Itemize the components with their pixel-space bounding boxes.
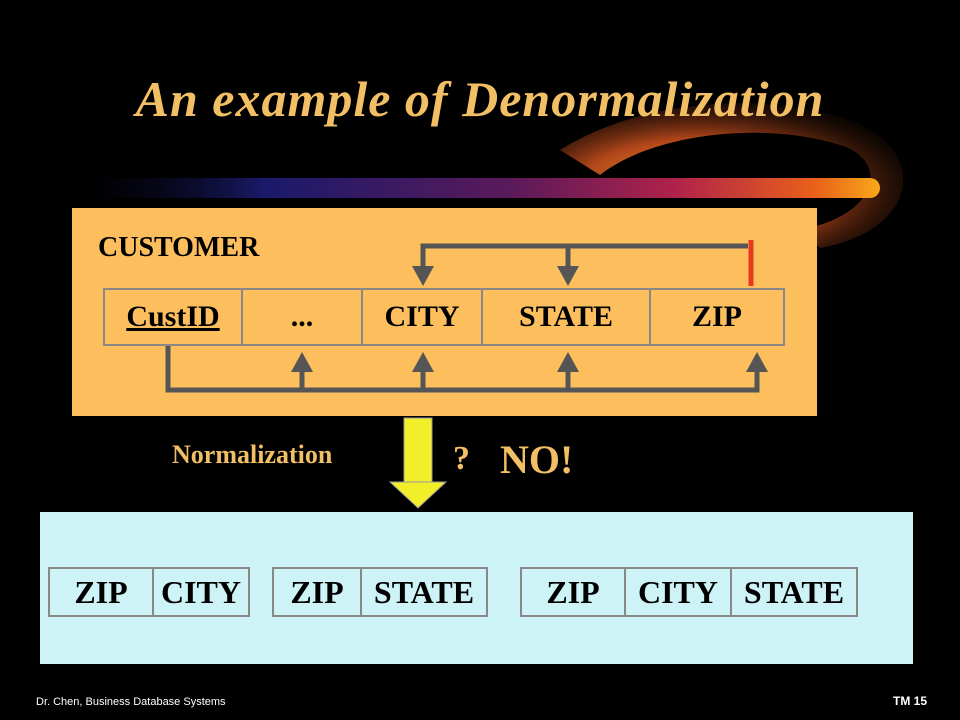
swoosh-streak <box>60 178 880 198</box>
column-zip: ZIP <box>649 288 785 346</box>
footer-author: Dr. Chen, Business Database Systems <box>36 696 226 708</box>
question-mark: ? <box>453 440 470 477</box>
footer-slide-number: TM 15 <box>893 694 928 708</box>
column-custid: CustID <box>103 288 243 346</box>
table2-zip: ZIP <box>272 567 362 617</box>
column-ellipsis-label: ... <box>290 300 314 333</box>
column-city-label: CITY <box>384 300 460 333</box>
table1-city: CITY <box>152 567 250 617</box>
table1-zip: ZIP <box>48 567 154 617</box>
table3-city: CITY <box>624 567 732 617</box>
column-state-label: STATE <box>519 300 613 333</box>
table3-state: STATE <box>730 567 858 617</box>
table3-zip: ZIP <box>520 567 626 617</box>
swoosh-arc <box>560 103 904 248</box>
column-ellipsis: ... <box>241 288 363 346</box>
normalization-label: Normalization <box>172 440 333 469</box>
column-state: STATE <box>481 288 651 346</box>
table2-state: STATE <box>360 567 488 617</box>
column-custid-label: CustID <box>126 300 220 333</box>
answer-no: NO! <box>500 437 574 482</box>
slide-title: An example of Denormalization <box>135 71 825 127</box>
column-zip-label: ZIP <box>691 300 742 333</box>
column-city: CITY <box>361 288 483 346</box>
customer-table-name: CUSTOMER <box>98 232 260 263</box>
